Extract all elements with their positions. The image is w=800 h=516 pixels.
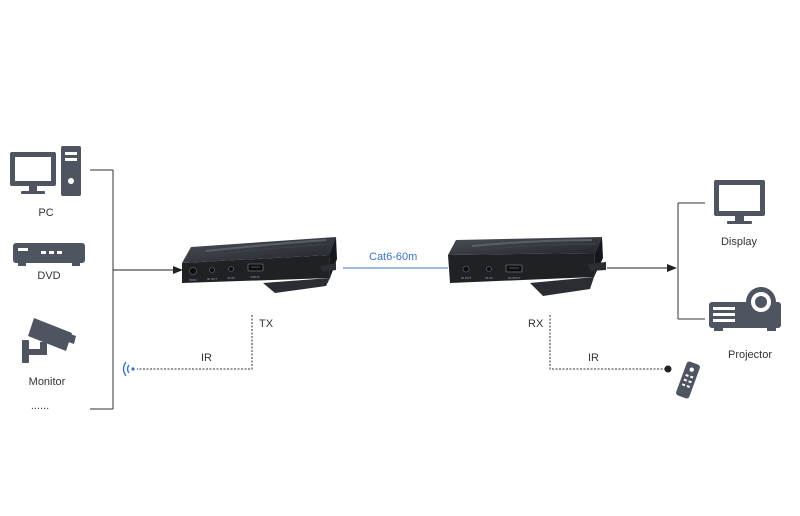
source-bracket (90, 169, 114, 410)
source-label-pc: PC (38, 207, 54, 219)
rx-ir-label: IR (588, 352, 599, 364)
ir-receiver-wave-icon (122, 361, 135, 377)
svg-text:IR OUT: IR OUT (461, 276, 471, 280)
tx-ir-line (137, 315, 253, 370)
cctv-camera-icon (22, 318, 76, 363)
svg-text:INPUT: INPUT (251, 275, 260, 279)
rx-label: RX (528, 318, 544, 330)
output-label-projector: Projector (727, 349, 773, 361)
svg-text:EDID: EDID (189, 278, 197, 282)
tx-ir-label: IR (201, 352, 212, 364)
source-label-monitor: Monitor (28, 376, 66, 388)
svg-text:IR OUT: IR OUT (207, 277, 217, 281)
output-bracket (677, 202, 705, 320)
source-label-dvd: DVD (37, 270, 61, 282)
remote-control-icon (676, 361, 700, 399)
desktop-pc-icon (10, 146, 81, 196)
rx-ir-end-dot (664, 365, 672, 373)
monitor-display-icon (714, 180, 765, 224)
svg-text:OUTPUT: OUTPUT (508, 276, 520, 280)
source-label-more: ...... (30, 400, 50, 412)
tx-extender: EDID IR OUT IR IN INPUT (182, 237, 337, 293)
svg-text:IR IN: IR IN (227, 276, 234, 280)
dvd-player-icon (13, 243, 85, 266)
tx-label: TX (259, 318, 274, 330)
svg-text:IR IN: IR IN (485, 276, 492, 280)
projector-icon (709, 287, 781, 331)
cable-label: Cat6-60m (369, 251, 418, 263)
output-label-display: Display (720, 236, 758, 248)
rx-extender: IR OUT IR IN OUTPUT (448, 237, 606, 296)
rx-ir-line (549, 315, 667, 370)
